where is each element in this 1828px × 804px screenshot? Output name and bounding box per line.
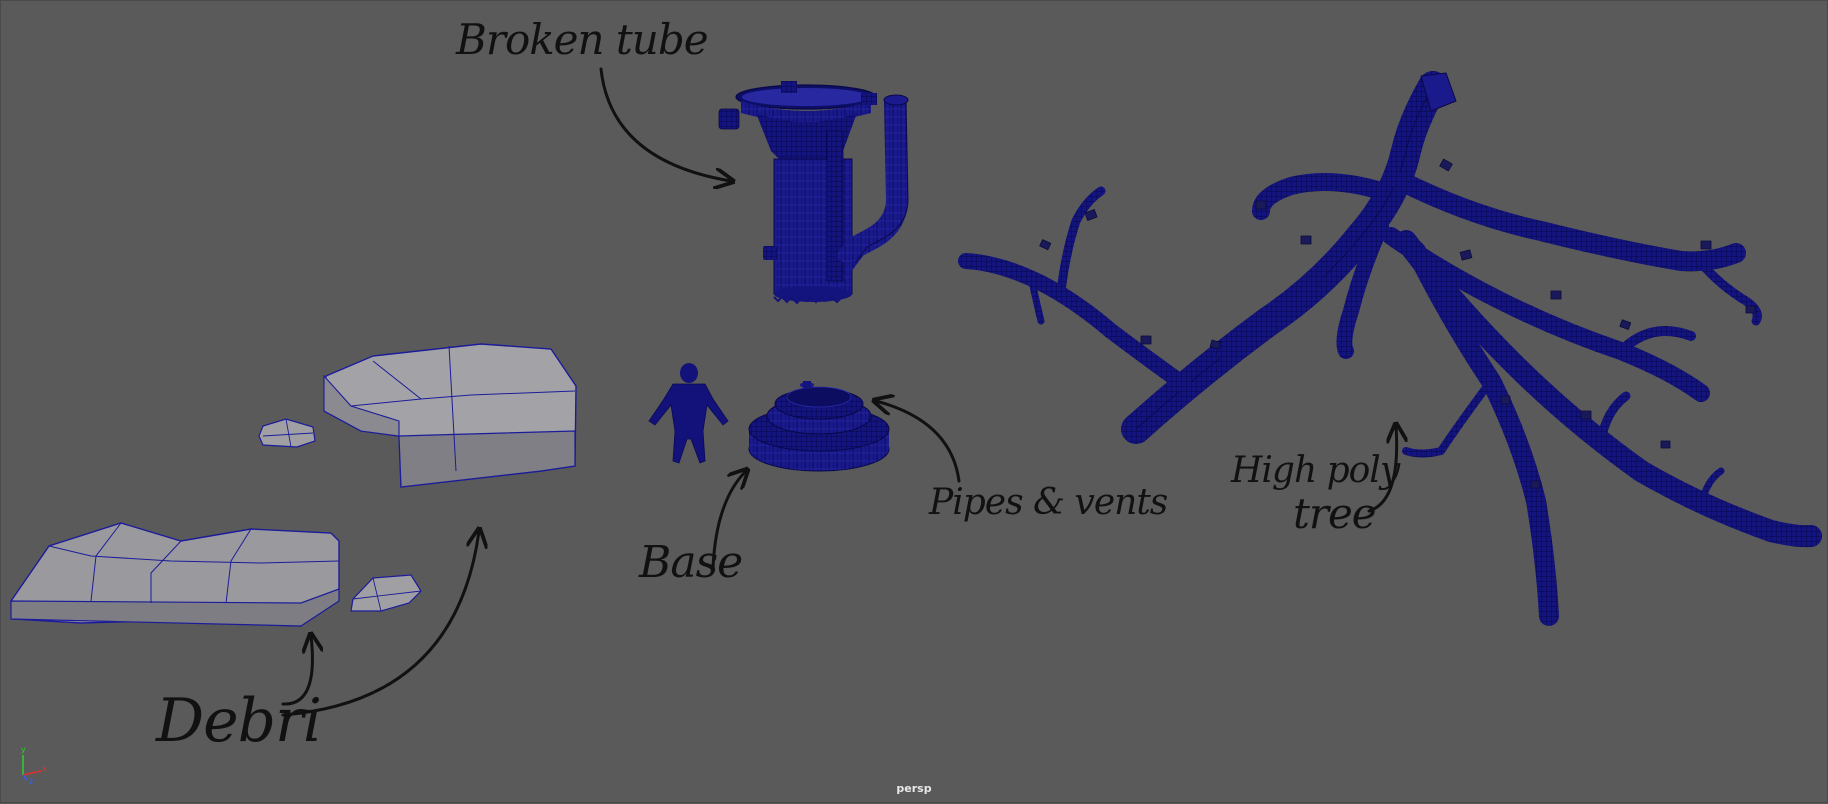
camera-name-label: persp [896, 782, 932, 795]
label-debri: Debri [156, 686, 322, 756]
axis-gizmo: y x z [15, 745, 47, 786]
arrow-debri-slab-high [281, 531, 479, 717]
label-pipes-vents: Pipes & vents [929, 482, 1168, 523]
label-tree: tree [1293, 489, 1377, 538]
arrow-base [711, 471, 746, 570]
debris-slab-upper[interactable] [323, 343, 577, 488]
arrow-debri-slab-low [281, 636, 312, 706]
label-base: Base [639, 537, 743, 588]
debris-chunk-small-1[interactable] [258, 418, 316, 448]
debris-chunk-small-2[interactable] [350, 574, 422, 612]
human-reference-figure[interactable] [648, 363, 729, 464]
label-broken-tube: Broken tube [456, 15, 709, 64]
axis-z-label: z [29, 777, 34, 786]
base-mesh[interactable] [748, 381, 890, 472]
arrow-tree [1367, 426, 1397, 513]
annotation-arrows [281, 67, 1397, 717]
label-high-poly: High poly [1231, 450, 1400, 491]
arrow-broken-tube [599, 67, 731, 181]
axis-gizmo-icon [22, 755, 42, 781]
axis-x-label: x [42, 764, 47, 773]
high-poly-tree-mesh[interactable] [958, 71, 1822, 626]
debris-slab-large[interactable] [10, 522, 340, 627]
arrow-pipes-vents [876, 401, 961, 483]
axis-y-label: y [21, 745, 26, 754]
broken-tube-mesh[interactable] [718, 81, 909, 305]
